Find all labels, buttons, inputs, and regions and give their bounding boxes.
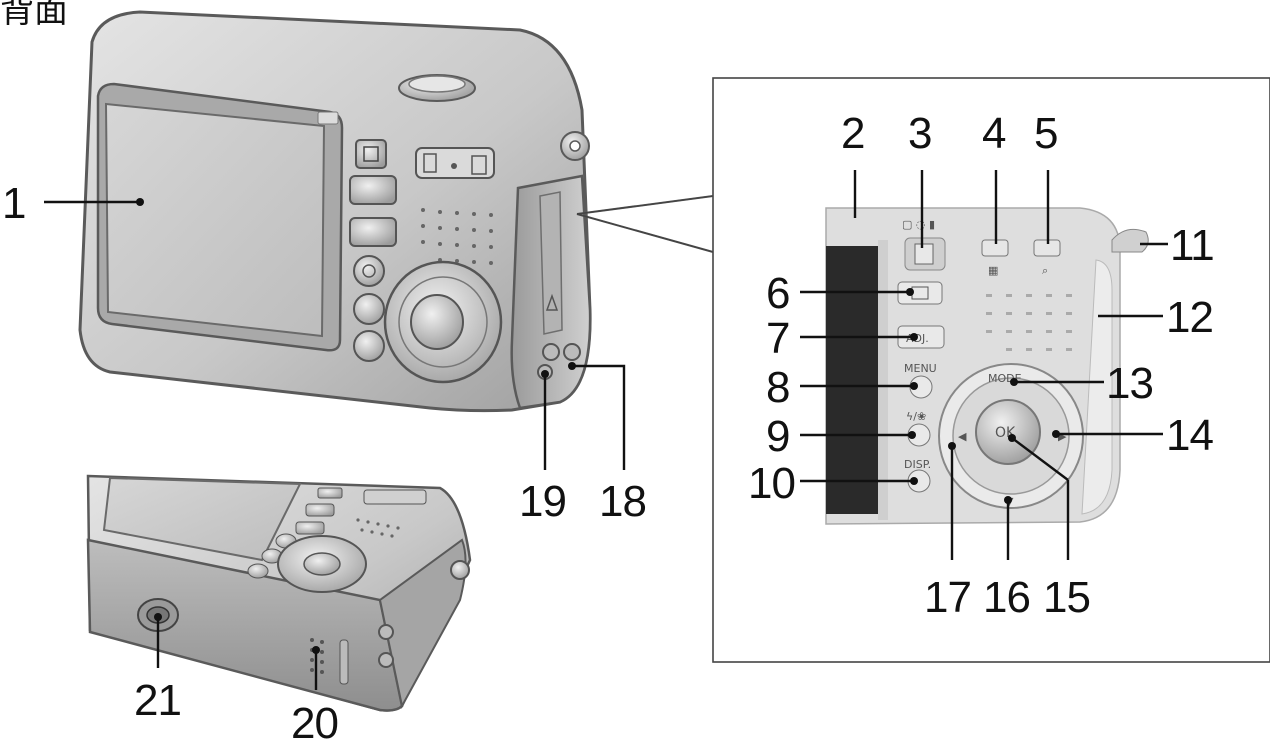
callout-16: 16 [983,573,1030,622]
camera-bottom-view [86,474,472,712]
callout-20: 20 [291,699,338,748]
callout-6: 6 [766,269,789,318]
svg-text:▶: ▶ [1058,430,1067,443]
zoom-inset-camera: ▢ ◌ ▮ ▦ ⌕ ADJ. MENU ϟ/❀ DISP. OK MO [825,207,1149,525]
callout-19: 19 [519,477,566,526]
callout-2: 2 [841,109,864,158]
callout-18: 18 [599,477,646,526]
callout-13: 13 [1106,359,1153,408]
svg-text:⌕: ⌕ [1042,264,1048,277]
svg-text:◀: ◀ [958,430,967,443]
page-title: 背面 [0,0,68,31]
svg-text:▢ ◌ ▮: ▢ ◌ ▮ [902,218,935,231]
callout-10: 10 [748,459,795,508]
callout-4: 4 [982,109,1006,158]
callout-15: 15 [1043,573,1090,622]
menu-button-mark: MENU [904,362,937,375]
callout-11: 11 [1170,221,1214,270]
svg-text:▦: ▦ [988,264,998,277]
callout-labels: 1 2 3 4 5 6 7 8 9 10 11 12 13 14 15 16 1… [2,109,1215,748]
callout-1: 1 [2,179,25,228]
callout-12: 12 [1166,293,1213,342]
svg-text:ϟ/❀: ϟ/❀ [906,410,926,423]
callout-21: 21 [134,676,181,725]
callout-5: 5 [1034,109,1057,158]
callout-8: 8 [766,363,789,412]
callout-7: 7 [766,314,789,363]
callout-17: 17 [924,573,971,622]
callout-9: 9 [766,412,789,461]
leader-lines [44,170,1168,690]
callout-14: 14 [1166,411,1213,460]
callout-3: 3 [908,109,931,158]
camera-back-view [78,10,592,413]
disp-button-mark: DISP. [904,458,931,471]
